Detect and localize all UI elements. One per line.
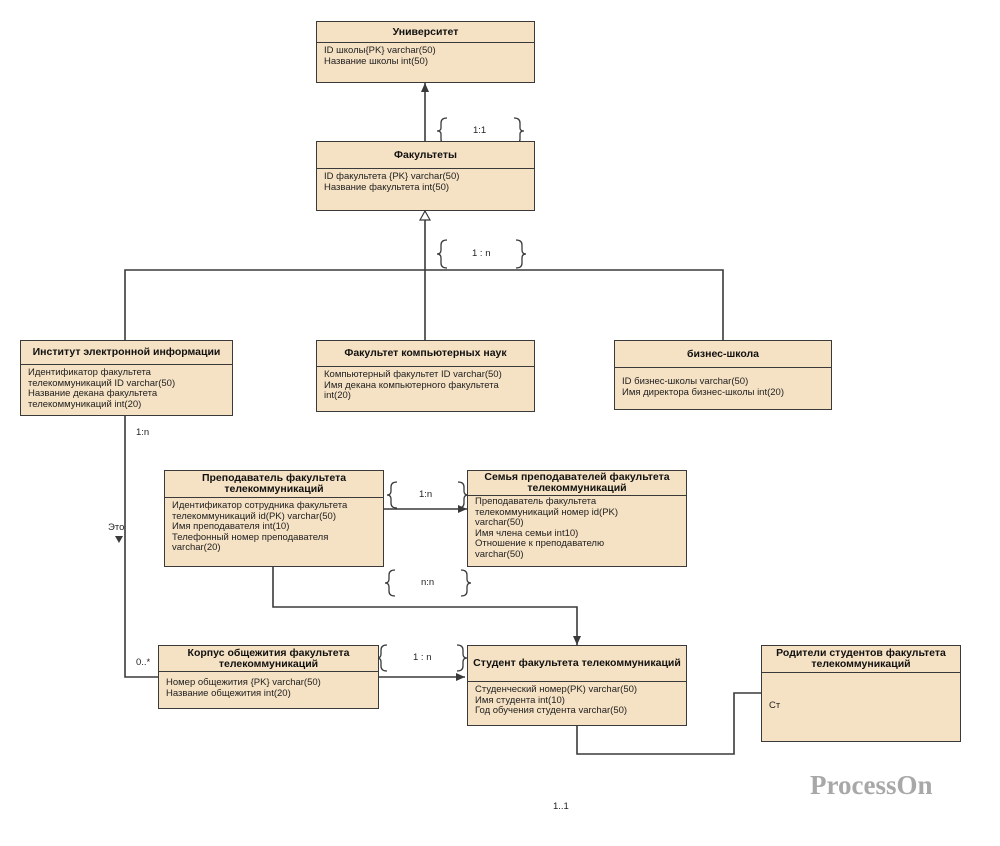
entity-field: Год обучения студента varchar(50) [475,705,628,717]
processon-watermark: ProcessOn [810,770,933,800]
entity-faculties[interactable]: Факультеты ID факультета {PK} varchar(50… [316,141,535,211]
brace-left-teacher-family [386,481,398,509]
relation-label-univ-fac: 1:1 [473,125,487,136]
entity-dormitory[interactable]: Корпус общежития факультета телекоммуник… [158,645,379,709]
entity-field: Имя директора бизнес-школы int(20) [622,386,785,398]
brace-right-fac-depts [515,239,527,269]
entity-title: Факультеты [317,142,534,169]
role-arrow-icon [115,536,123,543]
edge-institute-dormitory [124,416,158,678]
relation-label-fac-depts: 1 : n [472,248,491,259]
entity-field: int(20) [324,390,351,402]
entity-field: ID школы{PK} varchar(50) [324,45,436,56]
brace-right-teacher-student [460,569,472,597]
entity-field: Компьютерный факультет ID varchar(50) [324,369,502,380]
entity-title: Преподаватель факультета телекоммуникаци… [165,471,383,498]
brace-right-dorm-student [456,644,468,672]
edge-teacher-student [272,567,581,645]
entity-fields: ID школы{PK} varchar(50) Название школы … [317,43,534,67]
entity-field: Телефонный номер преподавателя [172,531,329,543]
brace-left-teacher-student [384,569,396,597]
entity-title: Семья преподавателей факультета телекомм… [468,471,686,496]
entity-field: varchar(20) [172,542,221,554]
relation-label-dorm-student: 1 : n [413,652,432,663]
entity-field: Отношение к преподавателю [475,538,605,550]
entity-field: Идентификатор факультета [28,367,151,378]
edge-student-parents [576,692,761,755]
entity-fields: Идентификатор факультета телекоммуникаци… [21,365,232,410]
entity-title: Факультет компьютерных наук [317,341,534,367]
edge-business-faculties [425,269,724,340]
entity-field: телекоммуникаций id(PK) varchar(50) [172,510,337,522]
entity-field: Преподаватель факультета [475,496,597,507]
entity-parents[interactable]: Родители студентов факультета телекоммун… [761,645,961,742]
entity-title: Студент факультета телекоммуникаций [468,646,686,682]
entity-field: Имя члена семьи int10) [475,527,579,539]
entity-teacher[interactable]: Преподаватель факультета телекоммуникаци… [164,470,384,567]
entity-cs-faculty[interactable]: Факультет компьютерных наук Компьютерный… [316,340,535,412]
entity-field: Название общежития int(20) [166,687,291,699]
relation-label-teacher-family: 1:n [419,489,433,500]
entity-title: Корпус общежития факультета телекоммуник… [159,646,378,672]
relation-label-teacher-student: n:n [421,577,435,588]
entity-field: Номер общежития {PK} varchar(50) [166,677,321,688]
entity-institute[interactable]: Институт электронной информации Идентифи… [20,340,233,416]
entity-fields: ID бизнес-школы varchar(50) Имя директор… [615,368,831,398]
entity-teacher-family[interactable]: Семья преподавателей факультета телекомм… [467,470,687,567]
entity-fields: Ст [762,673,960,712]
entity-field: ID факультета {PK} varchar(50) [324,171,460,182]
entity-university[interactable]: Университет ID школы{PK} varchar(50) Наз… [316,21,535,83]
entity-field: Название декана факультета [28,388,158,400]
entity-fields: Идентификатор сотрудника факультета теле… [165,498,383,554]
entity-field: varchar(50) [475,517,524,529]
entity-field: ID бизнес-школы varchar(50) [622,376,749,387]
entity-student[interactable]: Студент факультета телекоммуникаций Студ… [467,645,687,726]
entity-field: Имя декана компьютерного факультета [324,379,499,391]
relation-label-inst-dorm-top: 1:n [136,427,150,438]
entity-title: бизнес-школа [615,341,831,368]
relation-label-inst-dorm-bottom: 0..* [136,657,151,668]
entity-title: Университет [317,22,534,43]
entity-field: varchar(50) [475,548,524,560]
entity-field: Название школы int(50) [324,55,428,67]
entity-title: Институт электронной информации [21,341,232,365]
entity-field: Название факультета int(50) [324,181,450,193]
entity-field: Имя преподавателя int(10) [172,521,290,533]
entity-title: Родители студентов факультета телекоммун… [762,646,960,673]
entity-fields: Номер общежития {PK} varchar(50) Названи… [159,672,378,699]
entity-fields: Преподаватель факультета телекоммуникаци… [468,496,686,565]
entity-field: телекоммуникаций int(20) [28,398,142,410]
entity-business-school[interactable]: бизнес-школа ID бизнес-школы varchar(50)… [614,340,832,410]
relation-label-inst-dorm-role: Это [108,522,125,533]
entity-field: телекоммуникаций номер id(PK) [475,506,619,518]
entity-field: Студенческий номер(PK) varchar(50) [475,684,638,695]
entity-field: Имя студента int(10) [475,694,565,706]
entity-field: Идентификатор сотрудника факультета [172,500,348,511]
entity-fields: Компьютерный факультет ID varchar(50) Им… [317,367,534,402]
entity-fields: ID факультета {PK} varchar(50) Название … [317,169,534,193]
edge-institute-faculties [124,269,425,340]
entity-field: Ст [769,700,781,711]
entity-fields: Студенческий номер(PK) varchar(50) Имя с… [468,682,686,717]
relation-label-student-parents: 1..1 [553,801,569,812]
brace-left-fac-depts [436,239,448,269]
entity-field: телекоммуникаций ID varchar(50) [28,377,176,389]
